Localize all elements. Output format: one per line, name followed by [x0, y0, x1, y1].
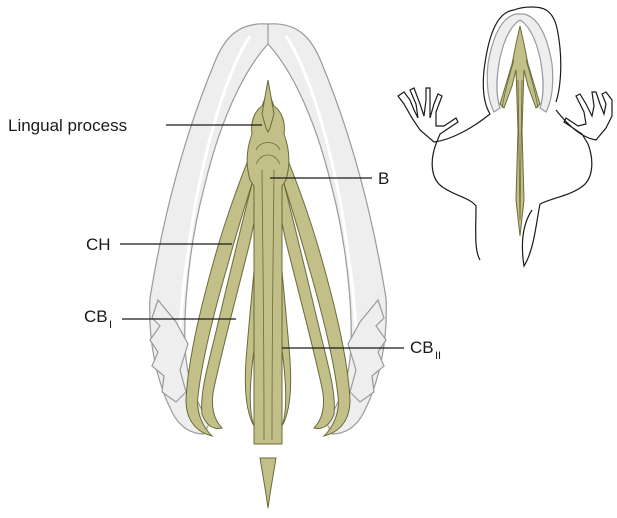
frog-inset	[398, 7, 612, 266]
hyoid-body	[247, 90, 289, 444]
label-cb1: CB	[84, 307, 108, 326]
label-lingual-process: Lingual process	[8, 116, 127, 135]
label-cb2: CB	[410, 338, 434, 357]
posterior-spike	[260, 458, 276, 508]
label-b: B	[378, 169, 389, 188]
label-ch: CH	[86, 235, 111, 254]
label-cb1-sub: I	[109, 319, 112, 331]
frog-outline	[398, 7, 612, 266]
label-cb2-sub: II	[435, 350, 441, 362]
